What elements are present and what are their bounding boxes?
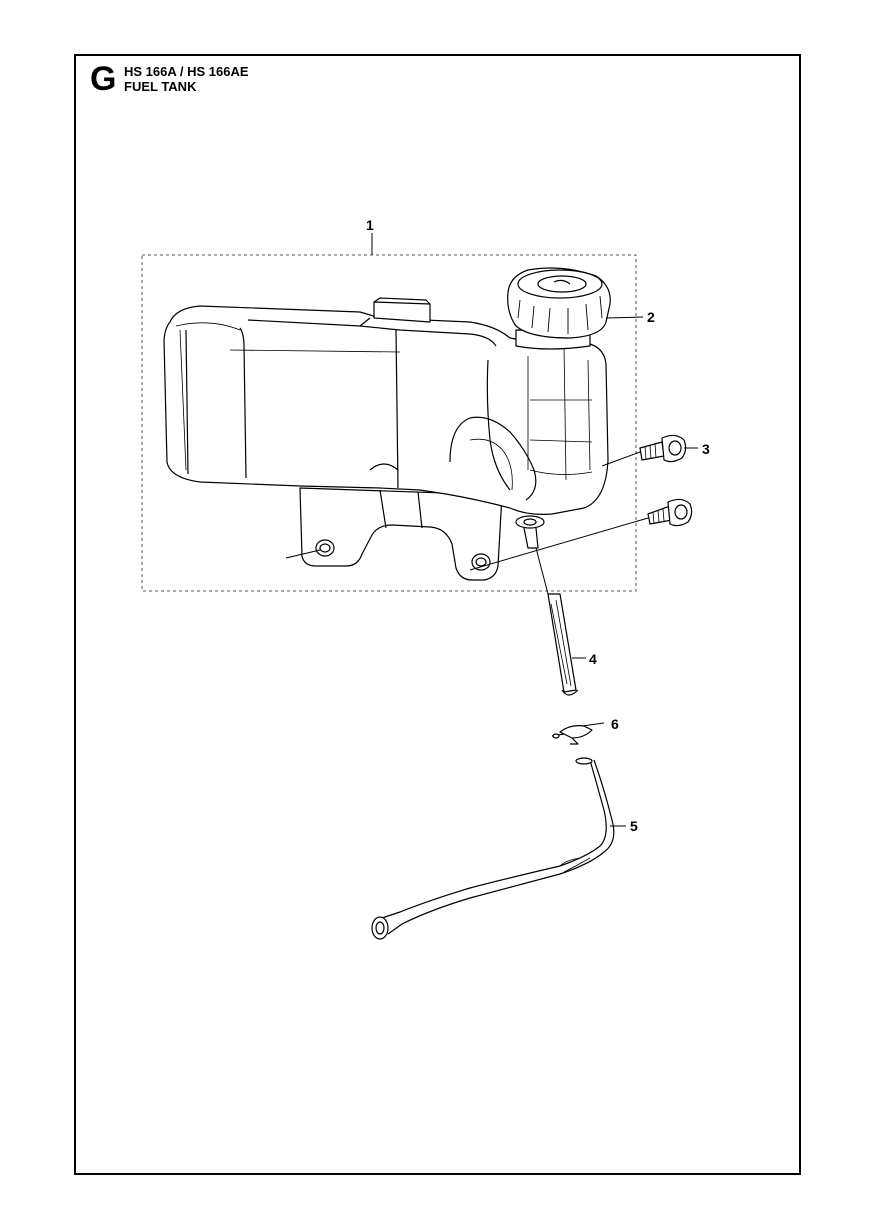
bolt-part[interactable] <box>639 434 687 463</box>
section-letter: G <box>90 60 117 98</box>
grommet-part[interactable] <box>515 515 545 549</box>
fuel-filter-part[interactable] <box>547 593 579 696</box>
callout-6: 6 <box>611 716 619 732</box>
page-frame <box>74 54 801 1175</box>
callout-4: 4 <box>589 651 597 667</box>
fuel-line-part[interactable] <box>371 757 615 940</box>
callout-1: 1 <box>366 217 374 233</box>
model-title: HS 166A / HS 166AE <box>124 64 249 79</box>
hose-clamp-part[interactable] <box>551 725 593 745</box>
assembly-boundary-box <box>141 254 637 592</box>
fuel-tank-part[interactable] <box>163 297 609 581</box>
fuel-cap-part[interactable] <box>507 267 611 339</box>
callout-3: 3 <box>702 441 710 457</box>
leader-lines <box>285 233 698 827</box>
callout-5: 5 <box>630 818 638 834</box>
callout-2: 2 <box>647 309 655 325</box>
page-title: FUEL TANK <box>124 79 197 94</box>
bolt-part-lower[interactable] <box>647 498 693 527</box>
